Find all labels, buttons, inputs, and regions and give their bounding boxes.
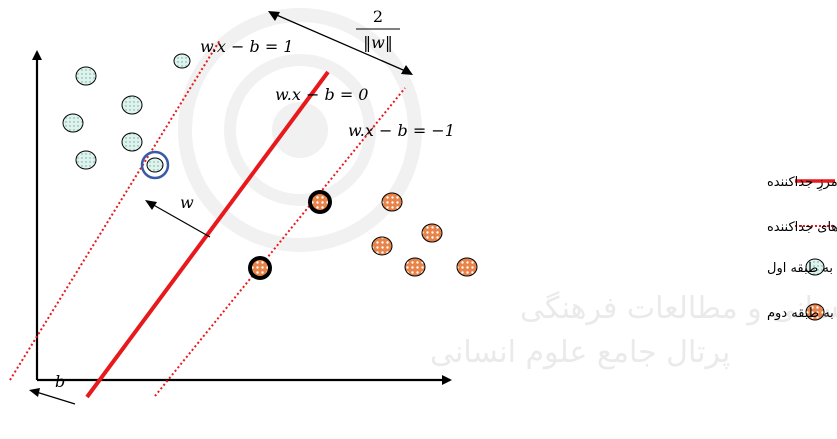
class1-points — [62, 53, 191, 180]
margin-line-upper — [9, 39, 221, 381]
class1-point — [121, 132, 143, 152]
class1-point — [75, 150, 97, 170]
watermark-line1: پژوهشگاه علوم انسانی و مطالعات فرهنگی — [520, 291, 837, 326]
class2-support-vector — [308, 190, 332, 214]
margin-numerator: 2 — [373, 7, 383, 26]
normal-vector-label: w — [180, 193, 194, 212]
class2-point — [456, 257, 478, 277]
watermark: پژوهشگاه علوم انسانی و مطالعات فرهنگی پر… — [178, 8, 837, 370]
class1-point — [121, 95, 143, 115]
normal-vector-arrow — [149, 202, 211, 238]
teal-dotted-circle-icon — [805, 258, 825, 276]
class2-support-vector — [248, 256, 272, 280]
class1-point — [62, 113, 84, 133]
watermark-line2: پرتال جامع علوم انسانی — [430, 335, 730, 370]
margin-denominator: ‖w‖ — [363, 33, 393, 52]
hyperplane-line — [85, 70, 330, 399]
normal-vector-arrowhead-icon — [145, 200, 157, 210]
legend-hyperplane-label: ابرسطح با حداکثر مرزِ جداکننده — [767, 175, 837, 191]
class2-points — [248, 190, 478, 280]
offset-arrowhead-icon — [29, 388, 40, 397]
margin-arrowhead-right-icon — [401, 65, 413, 75]
legend: ابرسطح با حداکثر مرزِ جداکننده مرزهای جد… — [767, 175, 837, 321]
class2-point — [381, 192, 403, 212]
offset-label: b — [55, 372, 65, 391]
margin-arrowhead-left-icon — [268, 11, 280, 21]
legend-class2-label: نمونه داده‌های مربوط به طبقه دوم — [767, 306, 837, 321]
class2-point — [421, 223, 443, 243]
class1-support-vector — [140, 150, 170, 180]
class1-point — [173, 53, 191, 69]
class1-point — [75, 66, 97, 86]
class2-point — [371, 236, 393, 256]
margin-line-lower — [154, 87, 406, 397]
hyperplane-equation: w.x − b = 0 — [275, 85, 368, 104]
orange-patterned-circle-icon — [805, 303, 825, 321]
class2-point — [404, 257, 426, 277]
upper-margin-equation: w.x − b = 1 — [200, 37, 293, 56]
lower-margin-equation: w.x − b = −1 — [348, 121, 455, 140]
margin-fraction: 2 ‖w‖ — [356, 7, 400, 52]
legend-margin-label: مرزهای جداکننده — [767, 220, 837, 235]
legend-class1-label: نمونه داده‌های مربوط به طبقه اول — [767, 261, 837, 276]
offset-arrow — [32, 390, 76, 405]
margin-width-arrow — [271, 12, 411, 74]
